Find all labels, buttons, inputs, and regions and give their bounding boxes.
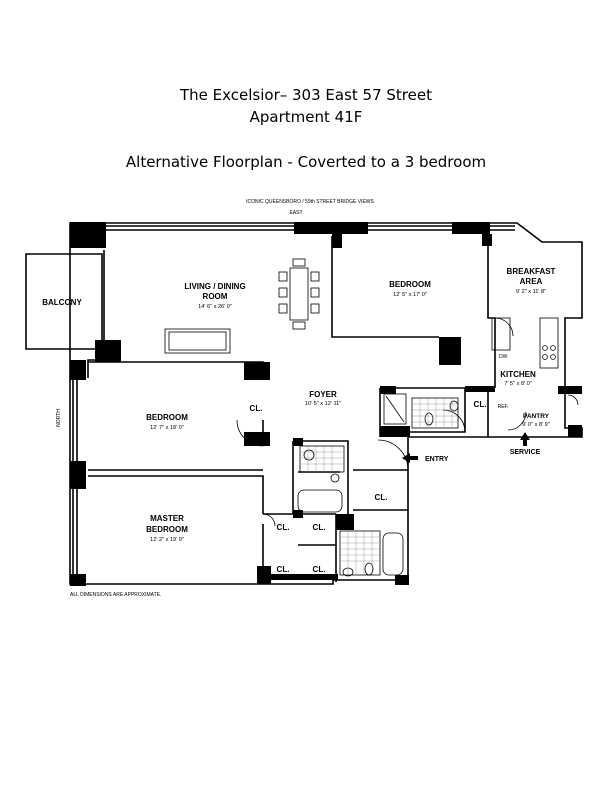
master-bedroom-label-2: BEDROOM bbox=[146, 525, 188, 534]
master-bedroom-dimensions: 12' 2" x 19' 9" bbox=[150, 537, 184, 543]
closet-label-4: CL. bbox=[277, 523, 290, 532]
refrigerator-label: REF. bbox=[498, 404, 509, 410]
east-label: EAST bbox=[289, 210, 302, 216]
north-label: NORTH bbox=[56, 409, 62, 427]
foyer-label: FOYER bbox=[309, 390, 337, 399]
west-bedroom-dimensions: 12' 7" x 18' 0" bbox=[150, 425, 184, 431]
views-note: ICONIC QUEENSBORO / 59th STREET BRIDGE V… bbox=[246, 199, 374, 205]
pantry-dimensions: 9' 0" x 8' 9" bbox=[522, 422, 550, 428]
wall-columns bbox=[70, 222, 582, 586]
breakfast-area-dimensions: 9' 2" x 11' 8" bbox=[516, 289, 546, 295]
apartment-title: Apartment 41F bbox=[249, 108, 363, 126]
dimensions-disclaimer: ALL DIMENSIONS ARE APPROXIMATE. bbox=[70, 592, 161, 598]
east-bedroom-label: BEDROOM bbox=[389, 280, 431, 289]
living-room-label: LIVING / DINING bbox=[184, 282, 245, 291]
living-room-label-2: ROOM bbox=[203, 292, 228, 301]
building-title: The Excelsior– 303 East 57 Street bbox=[180, 86, 432, 104]
fixtures bbox=[164, 258, 579, 577]
east-bedroom-dimensions: 12' 5" x 17' 0" bbox=[393, 292, 427, 298]
arrows bbox=[402, 432, 530, 463]
west-bedroom-label: BEDROOM bbox=[146, 413, 188, 422]
closet-label-3: CL. bbox=[375, 493, 388, 502]
closet-label-6: CL. bbox=[277, 565, 290, 574]
balcony-label: BALCONY bbox=[42, 298, 82, 307]
pantry-label: PANTRY bbox=[523, 413, 550, 420]
master-bedroom-label: MASTER bbox=[150, 514, 184, 523]
tile-hatch bbox=[300, 398, 458, 575]
dishwasher-label: DW bbox=[499, 354, 508, 360]
entry-label: ENTRY bbox=[425, 456, 449, 463]
kitchen-label: KITCHEN bbox=[500, 370, 536, 379]
breakfast-area-label-2: AREA bbox=[520, 277, 543, 286]
kitchen-dimensions: 7' 5" x 8' 0" bbox=[504, 381, 532, 387]
closet-label-7: CL. bbox=[313, 565, 326, 574]
closet-label-2: CL. bbox=[474, 400, 487, 409]
service-label: SERVICE bbox=[510, 449, 541, 456]
foyer-dimensions: 10' 5" x 12' 11" bbox=[305, 401, 341, 407]
living-room-dimensions: 14' 6" x 26' 0" bbox=[198, 304, 232, 310]
breakfast-area-label: BREAKFAST bbox=[507, 267, 556, 276]
floorplan-subtitle: Alternative Floorplan - Coverted to a 3 … bbox=[125, 153, 487, 171]
closet-label-5: CL. bbox=[313, 523, 326, 532]
closet-label-1: CL. bbox=[250, 404, 263, 413]
